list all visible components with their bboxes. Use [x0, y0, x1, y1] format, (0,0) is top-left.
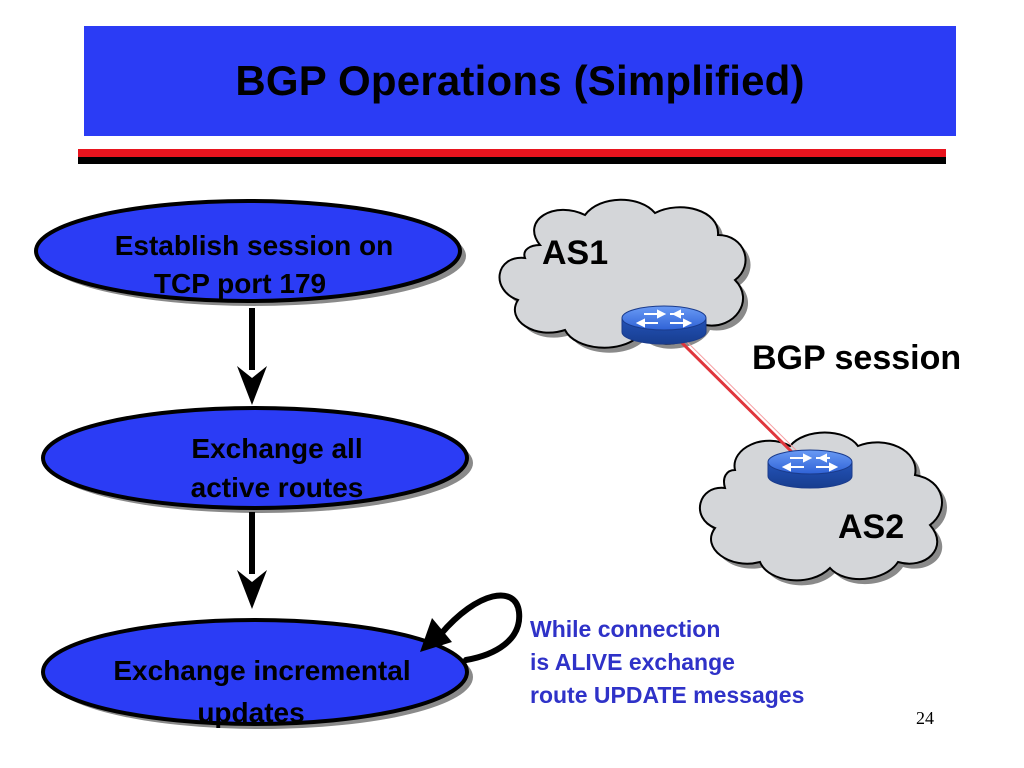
- router-icon: [767, 449, 853, 489]
- bgp-session-link: [662, 323, 810, 470]
- loop-note-line-1: While connection: [530, 616, 720, 642]
- step-3-line-1: Exchange incremental: [113, 655, 410, 686]
- page-title: BGP Operations (Simplified): [235, 57, 805, 104]
- page-number: 24: [916, 708, 934, 728]
- loop-note: While connection is ALIVE exchange route…: [530, 616, 804, 708]
- step-exchange-routes: Exchange all active routes: [41, 406, 473, 513]
- title-rule-black: [78, 157, 946, 164]
- step-2-line-2: active routes: [191, 472, 364, 503]
- step-1-line-1: Establish session on: [115, 230, 394, 261]
- loop-note-line-3: route UPDATE messages: [530, 682, 804, 708]
- as1-label: AS1: [542, 234, 608, 272]
- as2-label: AS2: [838, 508, 904, 546]
- title-banner: BGP Operations (Simplified): [84, 26, 956, 136]
- bgp-session-label: BGP session: [752, 339, 961, 377]
- router-icon: [621, 305, 707, 345]
- step-3-line-2: updates: [197, 697, 304, 728]
- title-rule-red: [78, 149, 946, 157]
- step-establish-session: Establish session on TCP port 179: [34, 199, 466, 306]
- loop-arrow-icon: [420, 592, 523, 663]
- arrow-down-icon: [237, 512, 267, 609]
- loop-note-line-2: is ALIVE exchange: [530, 649, 735, 675]
- step-1-line-2: TCP port 179: [154, 268, 326, 299]
- step-exchange-updates: Exchange incremental updates: [41, 618, 473, 729]
- arrow-down-icon: [237, 308, 267, 405]
- cloud-icon: [698, 431, 947, 586]
- step-2-line-1: Exchange all: [191, 433, 362, 464]
